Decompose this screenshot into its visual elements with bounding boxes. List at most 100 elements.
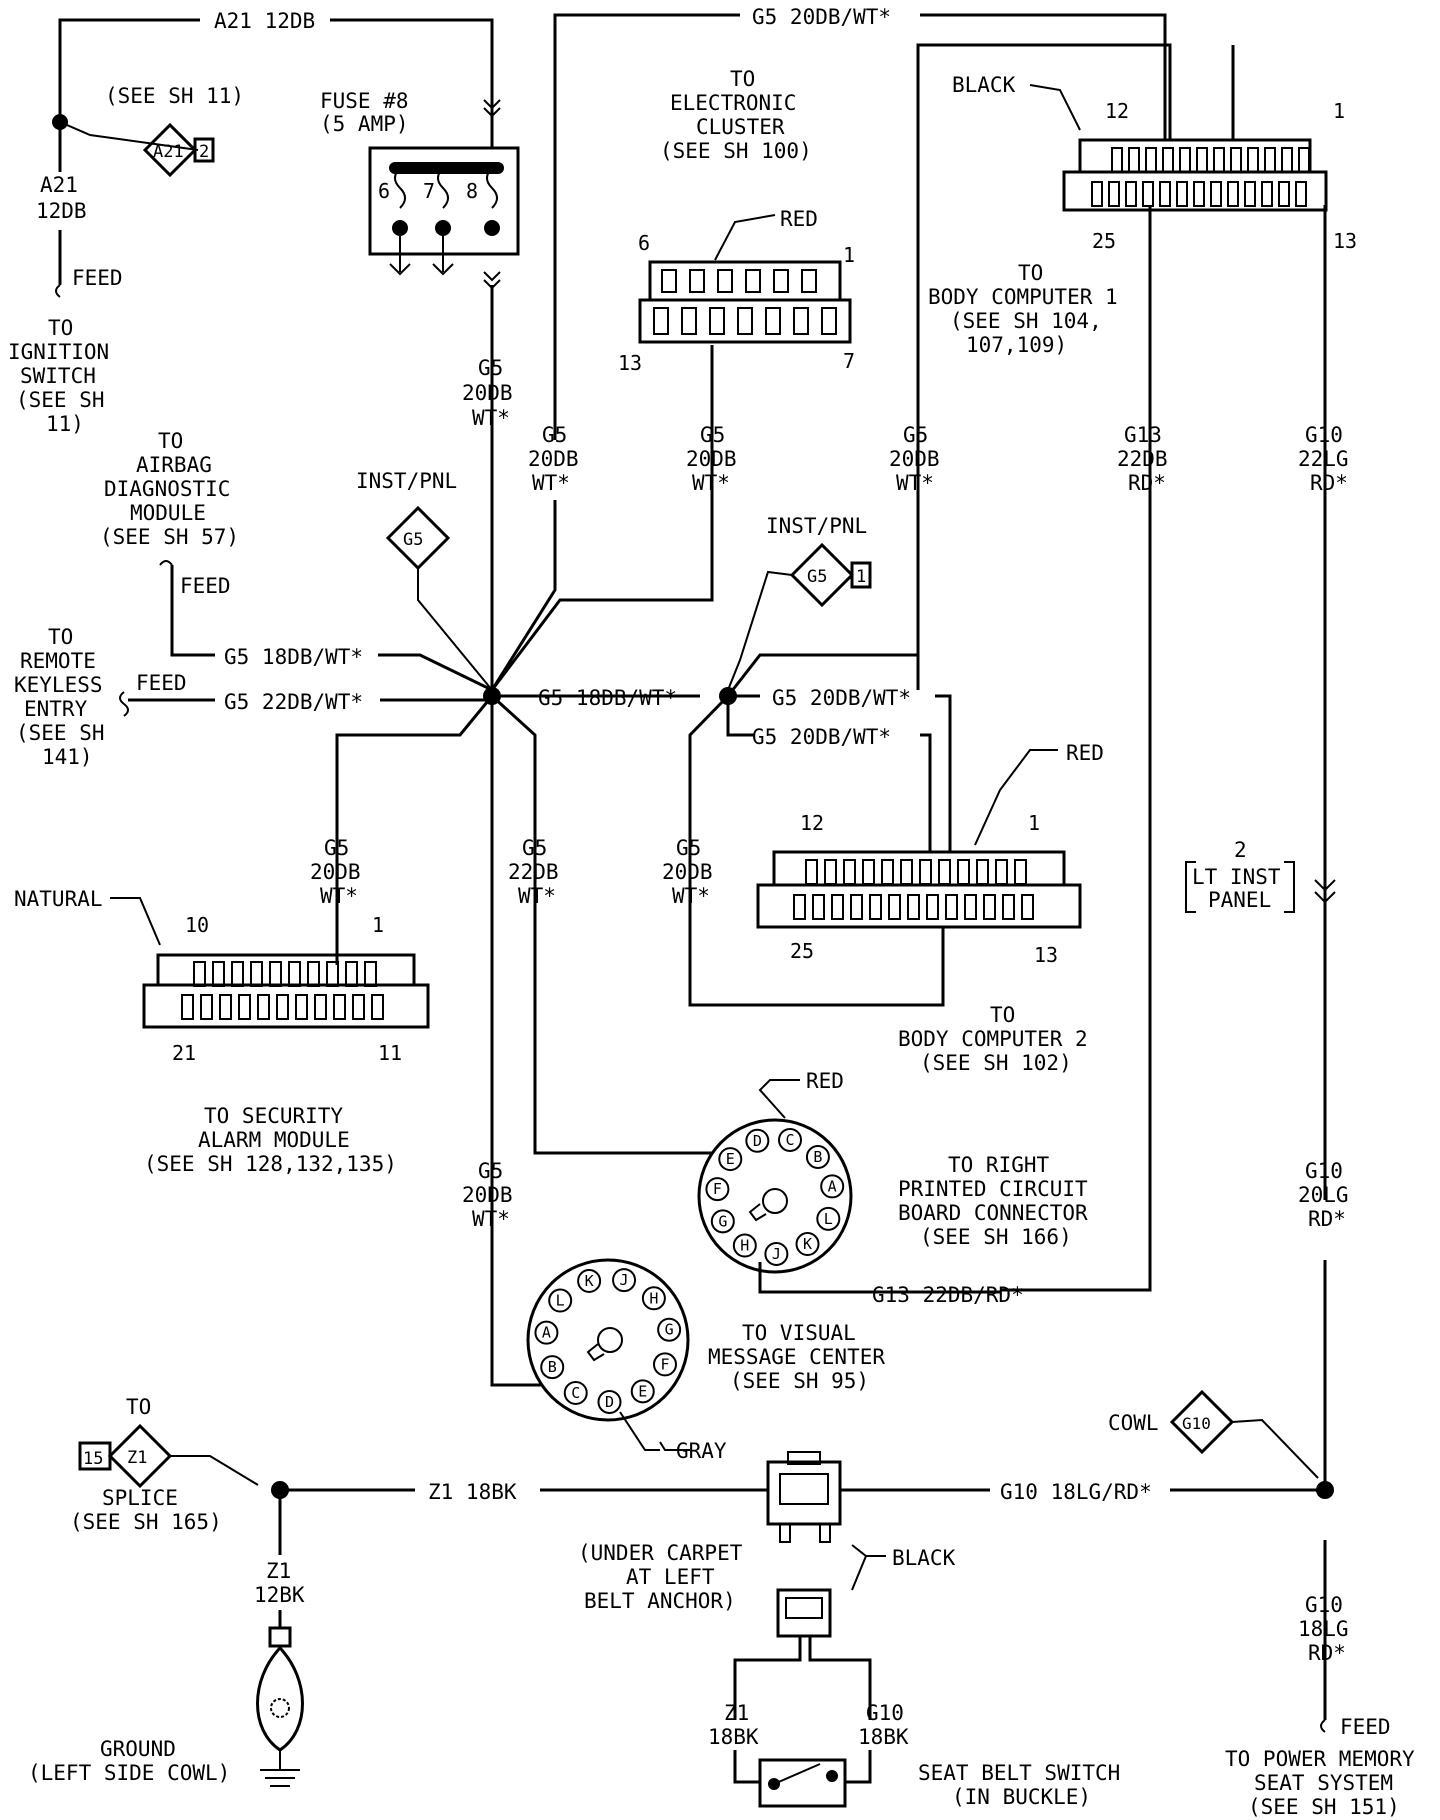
- black-pointer-2: [851, 1555, 867, 1591]
- pin-slot: [1014, 859, 1027, 885]
- wire-label-g5-vmc-2: 20DB: [462, 1183, 513, 1207]
- pin-slot: [193, 961, 206, 987]
- ignition-label-4: (SEE SH: [16, 388, 105, 412]
- cavity-circle: [652, 1352, 677, 1377]
- wire-label-g10l-3: RD*: [1308, 1641, 1346, 1665]
- airbag-label-2: AIRBAG: [136, 453, 212, 477]
- connector-z1: [78, 1423, 259, 1489]
- wire-a21: [55, 18, 494, 298]
- connector-a21-pin: 2: [199, 142, 209, 162]
- pin-slot: [1295, 181, 1307, 207]
- ec-label-2: ELECTRONIC: [670, 91, 796, 115]
- ground-symbol: [256, 1626, 304, 1787]
- pcb-label-3: BOARD CONNECTOR: [898, 1201, 1088, 1225]
- wire-label-g5-sec-2: 20DB: [310, 860, 361, 884]
- pin-slot: [1278, 181, 1290, 207]
- fuse-pin-6: 6: [378, 179, 390, 203]
- pin-slot: [945, 894, 958, 920]
- wire-g5-22-pcb: [490, 694, 722, 1155]
- under-carpet-3: BELT ANCHOR): [584, 1589, 736, 1613]
- bc1-label-4: 107,109): [966, 333, 1067, 357]
- pin-slot: [926, 894, 939, 920]
- pin-slot: [938, 859, 951, 885]
- connector-g5-right-id: G5: [807, 567, 827, 587]
- pin-slot: [888, 894, 901, 920]
- wire-label-g13-2: 22DB: [1117, 447, 1168, 471]
- wire-label-g5-ecl-2: 20DB: [528, 447, 579, 471]
- cavity-circle: [641, 1286, 666, 1311]
- cavity-label: G: [718, 1212, 727, 1230]
- pin-slot: [862, 859, 875, 885]
- cavity-label: H: [649, 1289, 658, 1307]
- pin-slot: [773, 269, 789, 293]
- bc1-label-3: (SEE SH 104,: [950, 309, 1102, 333]
- pin-slot: [250, 961, 263, 987]
- wire-label-a21-v2: 12DB: [36, 199, 87, 223]
- wire-label-g5-vmc-1: G5: [478, 1159, 503, 1183]
- pin-slot: [765, 307, 781, 335]
- cavity-label: B: [548, 1358, 557, 1376]
- cavity-circle: [657, 1317, 682, 1342]
- cavity-label: A: [542, 1324, 551, 1342]
- lt-inst-panel-line2: PANEL: [1208, 888, 1271, 912]
- cavity-label: J: [772, 1245, 781, 1263]
- pin-slot: [1002, 894, 1015, 920]
- pin-slot: [1244, 181, 1256, 207]
- pin-slot: [1230, 147, 1242, 173]
- wire-label-g5-fuse-1: G5: [478, 356, 503, 380]
- ec-red-label: RED: [780, 207, 818, 231]
- feed-label-airbag: FEED: [180, 574, 231, 598]
- pin-slot: [881, 859, 894, 885]
- pin-slot: [1125, 181, 1137, 207]
- wire-label-g5-ecm-3: WT*: [692, 471, 730, 495]
- cavity-circle: [820, 1174, 845, 1199]
- wire-label-g10u-3: RD*: [1310, 471, 1348, 495]
- wire-label-g5-22-pcb-3: WT*: [518, 884, 556, 908]
- vmc-label-3: (SEE SH 95): [730, 1369, 869, 1393]
- pin-slot: [1210, 181, 1222, 207]
- fuse-pin-7: 7: [423, 179, 435, 203]
- connector-g5-left-id: G5: [403, 530, 423, 550]
- pin-slot: [371, 994, 384, 1020]
- wire-label-g5-fuse-2: 20DB: [462, 381, 513, 405]
- connector-body-computer-2: [688, 694, 1082, 1007]
- wire-label-a21-top: A21 12DB: [214, 9, 315, 33]
- cavity-label: E: [638, 1382, 647, 1400]
- wire-label-g5-ecm-1: G5: [700, 423, 725, 447]
- ec-label-4: (SEE SH 100): [660, 139, 812, 163]
- sec-label-2: ALARM MODULE: [198, 1128, 350, 1152]
- lt-inst-panel-box: [1185, 861, 1295, 913]
- connector-belt-upper: [766, 1451, 842, 1543]
- wire-label-g13-3: RD*: [1128, 471, 1166, 495]
- wire-label-z1-sw-1: Z1: [724, 1701, 749, 1725]
- pin-slot: [238, 994, 251, 1020]
- pin-slot: [737, 307, 753, 335]
- bc2-label-2: BODY COMPUTER 2: [898, 1027, 1088, 1051]
- rke-label-1: TO: [48, 625, 73, 649]
- connector-a21: [59, 121, 215, 178]
- cavity-circle: [534, 1320, 559, 1345]
- pin-slot: [212, 961, 225, 987]
- pin-slot: [907, 894, 920, 920]
- pin-slot: [307, 961, 320, 987]
- belt-black-label: BLACK: [892, 1546, 956, 1570]
- wire-label-z1-horiz: Z1 18BK: [428, 1480, 517, 1504]
- cavity-circle: [732, 1233, 757, 1258]
- ec-pin-7: 7: [843, 349, 855, 373]
- pcb-label-1: TO RIGHT: [948, 1153, 1050, 1177]
- pin-slot: [661, 269, 677, 293]
- bc2-pin-1: 1: [1028, 811, 1040, 835]
- pin-slot: [793, 894, 806, 920]
- wire-g5-ec-left-lower: [490, 500, 557, 691]
- pin-slot: [181, 994, 194, 1020]
- cavity-circle: [710, 1209, 735, 1234]
- seat-belt-label-1: SEAT BELT SWITCH: [918, 1761, 1120, 1785]
- rke-label-6: 141): [42, 745, 93, 769]
- pin-slot: [1213, 147, 1225, 173]
- pin-slot: [976, 859, 989, 885]
- bc2-red-label: RED: [1066, 741, 1104, 765]
- pin-slot: [1264, 147, 1276, 173]
- black-pointer-1: [851, 1544, 886, 1557]
- wire-g5-top: [553, 13, 1167, 440]
